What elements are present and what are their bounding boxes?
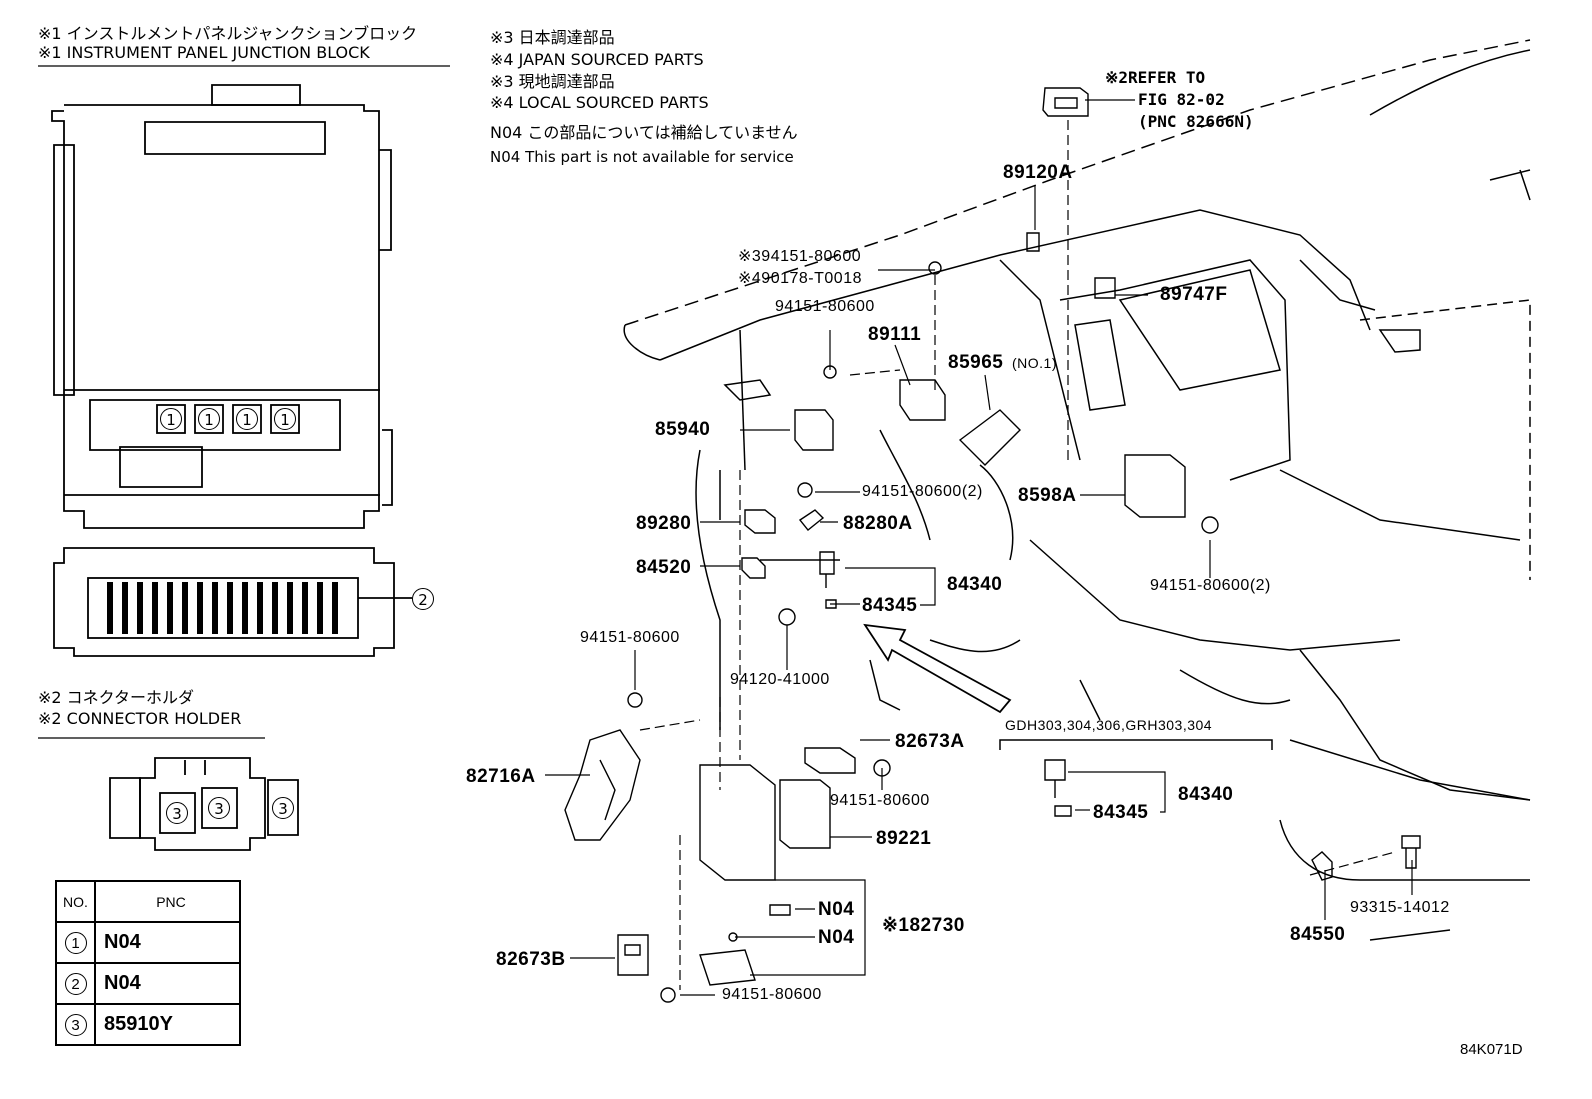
table-header-no: NO.: [55, 880, 96, 923]
callout-1: 1: [274, 408, 296, 430]
connector-holder: [109, 757, 299, 851]
note-1-en: ※1 INSTRUMENT PANEL JUNCTION BLOCK: [38, 43, 370, 62]
refer-line-2: FIG 82-02: [1138, 90, 1225, 109]
note-4-en-local: ※4 LOCAL SOURCED PARTS: [490, 93, 709, 112]
junction-block-side-view: [53, 547, 412, 657]
part-94151-80600-2a: 94151-80600(2): [862, 483, 983, 500]
row-no: 2: [64, 972, 87, 995]
part-N04-b: N04: [818, 927, 855, 948]
part-94151-80600-2b: 94151-80600(2): [1150, 577, 1271, 594]
part-82716A: 82716A: [466, 766, 536, 787]
part-84345: 84345: [862, 595, 918, 616]
part-84340: 84340: [947, 574, 1003, 595]
part-94151-80600-b: 94151-80600: [580, 629, 680, 646]
part-84520: 84520: [636, 557, 692, 578]
row-no: 1: [64, 931, 87, 954]
callout-2: 2: [412, 588, 434, 610]
part-84550: 84550: [1290, 924, 1346, 945]
junction-block-top-view: [51, 84, 393, 529]
part-84345-b: 84345: [1093, 802, 1149, 823]
note-3-jp-local: ※3 現地調達部品: [490, 72, 615, 91]
note-4-en-japan: ※4 JAPAN SOURCED PARTS: [490, 50, 704, 69]
callout-1: 1: [198, 408, 220, 430]
part-89747F: 89747F: [1160, 284, 1228, 305]
part-85940: 85940: [655, 419, 711, 440]
note-2-jp: ※2 コネクターホルダ: [38, 688, 195, 707]
part-89280: 89280: [636, 513, 692, 534]
table-header-pnc: PNC: [94, 880, 241, 923]
refer-line-3: (PNC 82666N): [1138, 112, 1254, 131]
view-arrow: [863, 623, 1012, 714]
callout-1: 1: [236, 408, 258, 430]
figure-id: 84K071D: [1460, 1041, 1523, 1058]
table-row: 1 N04: [55, 921, 241, 964]
part-N04-a: N04: [818, 899, 855, 920]
callout-1: 1: [160, 408, 182, 430]
part-85965: 85965: [948, 352, 1004, 373]
pnc-table: NO. PNC 1 N04 2 N04 3 85910Y: [55, 880, 241, 1046]
part-94151-80600-jp: ※394151-80600: [738, 248, 862, 265]
callout-3: 3: [272, 797, 294, 819]
part-8598A: 8598A: [1018, 485, 1077, 506]
callout-3: 3: [208, 797, 230, 819]
dashboard-outline: [623, 39, 1531, 941]
part-85965-no: (NO.1): [1012, 355, 1057, 371]
part-93315-14012: 93315-14012: [1350, 899, 1450, 916]
part-94151-80600-c: 94151-80600: [830, 792, 930, 809]
variant-label: GDH303,304,306,GRH303,304: [1005, 717, 1213, 733]
part-82673A: 82673A: [895, 731, 965, 752]
table-row: 2 N04: [55, 962, 241, 1005]
note-n04-jp: N04 この部品については補給していません: [490, 123, 798, 142]
row-pnc: N04: [94, 921, 241, 964]
refer-line-1: ※2REFER TO: [1105, 68, 1206, 87]
part-90178-T0018: ※490178-T0018: [738, 270, 862, 287]
note-n04-en: N04 This part is not available for servi…: [490, 148, 794, 166]
note-2-en: ※2 CONNECTOR HOLDER: [38, 709, 242, 728]
part-94151-80600-d: 94151-80600: [722, 986, 822, 1003]
part-89221: 89221: [876, 828, 932, 849]
row-no: 3: [64, 1013, 87, 1036]
part-89120A: 89120A: [1003, 162, 1073, 183]
row-pnc: N04: [94, 962, 241, 1005]
part-84340-b: 84340: [1178, 784, 1234, 805]
row-pnc: 85910Y: [94, 1003, 241, 1046]
note-3-jp: ※3 日本調達部品: [490, 28, 615, 47]
table-header-row: NO. PNC: [55, 880, 241, 923]
part-82673B: 82673B: [496, 949, 566, 970]
part-89111: 89111: [868, 324, 922, 345]
part-88280A: 88280A: [843, 513, 913, 534]
callout-3: 3: [166, 802, 188, 824]
note-1-jp: ※1 インストルメントパネルジャンクションブロック: [38, 24, 418, 43]
part-82730: ※182730: [882, 915, 965, 936]
part-94120-41000: 94120-41000: [730, 671, 830, 688]
table-row: 3 85910Y: [55, 1003, 241, 1046]
part-94151-80600: 94151-80600: [775, 298, 875, 315]
